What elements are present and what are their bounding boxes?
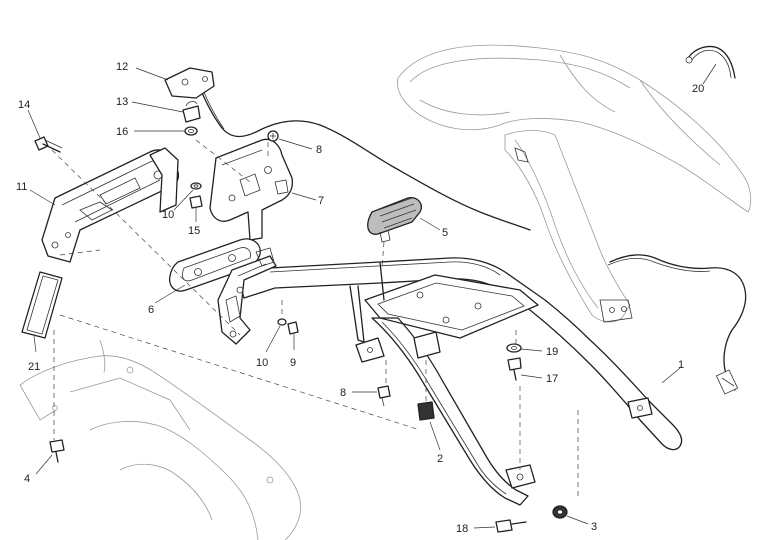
part-11-arm (29, 147, 180, 263)
label-17: 17 (546, 373, 558, 385)
label-9: 9 (290, 357, 296, 369)
part-10-washer-lower (265, 318, 287, 353)
label-2: 2 (437, 453, 443, 465)
undertray-outline (19, 339, 302, 540)
assembly-lines (51, 139, 579, 500)
label-8-lower: 8 (340, 387, 346, 399)
label-19: 19 (546, 346, 558, 358)
label-6: 6 (148, 304, 154, 316)
tail-panel (504, 130, 633, 323)
part-8-screw-top (267, 130, 313, 150)
label-18: 18 (456, 523, 468, 535)
part-15-nut (189, 195, 203, 222)
plate-holder-bracket (217, 247, 277, 345)
part-19-washer (506, 343, 543, 353)
part-4-screw (35, 439, 65, 475)
part-labels: 1 2 3 4 5 6 7 8 8 9 10 10 11 12 13 14 15… (16, 61, 704, 535)
label-21: 21 (28, 361, 40, 373)
part-21-reflector (21, 271, 63, 353)
cable-right (607, 254, 747, 395)
label-15: 15 (188, 225, 200, 237)
part-12-bracket (135, 67, 215, 99)
label-16: 16 (116, 126, 128, 138)
part-3-nut (552, 505, 589, 525)
part-8-screw-lower (352, 385, 391, 407)
part-5-grip (367, 197, 441, 243)
seat-outline (397, 44, 752, 213)
part-1-rail-frame (237, 257, 683, 506)
part-14-bolt (27, 109, 63, 153)
label-14: 14 (18, 99, 30, 111)
label-13: 13 (116, 96, 128, 108)
label-12: 12 (116, 61, 128, 73)
part-17-screw (507, 357, 543, 381)
part-13-rubber (131, 101, 201, 123)
part-9-nut (287, 321, 299, 350)
label-4: 4 (24, 473, 30, 485)
label-10-lower: 10 (256, 357, 268, 369)
label-7: 7 (318, 195, 324, 207)
label-20: 20 (692, 83, 704, 95)
label-1: 1 (678, 359, 684, 371)
part-10-washer-upper (173, 182, 202, 211)
label-11: 11 (16, 181, 27, 193)
label-3: 3 (591, 521, 597, 533)
label-10-upper: 10 (162, 209, 174, 221)
part-2-clip (417, 401, 441, 451)
part-18-screw (473, 519, 527, 533)
part-16-nut (134, 126, 198, 136)
part-20-clip (685, 45, 736, 85)
label-8-top: 8 (316, 144, 322, 156)
label-5: 5 (442, 227, 448, 239)
part-7-bracket (209, 138, 317, 241)
